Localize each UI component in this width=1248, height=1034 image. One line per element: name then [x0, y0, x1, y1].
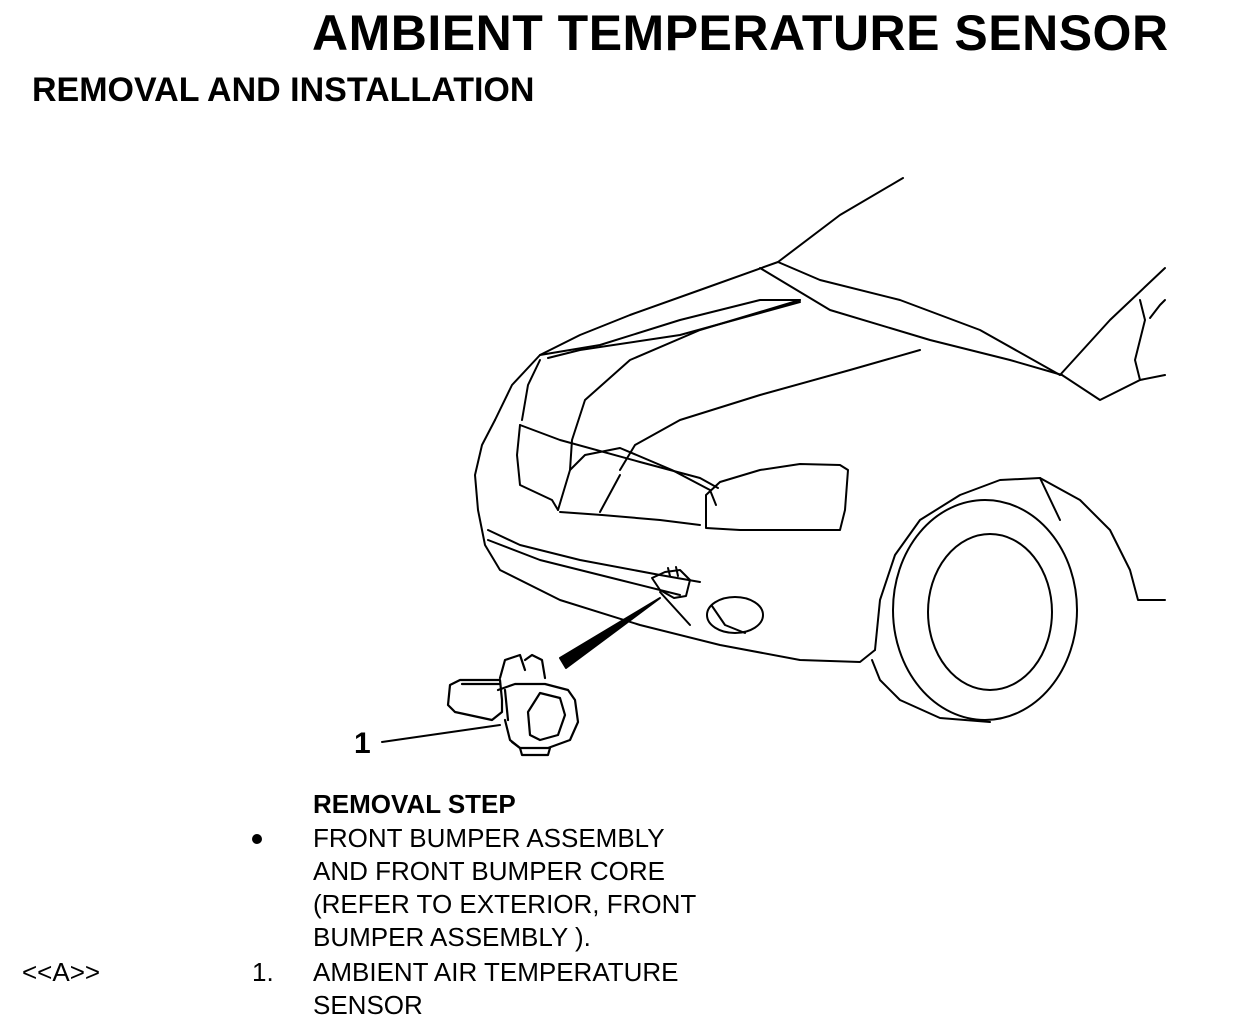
step-number: 1.	[252, 957, 274, 987]
prereq-line: BUMPER ASSEMBLY ).	[313, 922, 591, 952]
pointer-arrow	[559, 597, 661, 669]
vehicle-illustration	[381, 177, 1166, 757]
sensor-mounted-location	[651, 566, 691, 626]
prereq-line: FRONT BUMPER ASSEMBLY	[313, 823, 665, 853]
step-text-line: AMBIENT AIR TEMPERATURE	[313, 957, 679, 987]
bullet-dot	[252, 834, 262, 844]
sensor-enlarged	[446, 653, 580, 757]
step-text-line: SENSOR	[313, 990, 423, 1020]
section-subtitle: REMOVAL AND INSTALLATION	[32, 71, 535, 109]
service-point-marker: <<A>>	[22, 957, 101, 987]
callout-number: 1	[354, 727, 371, 760]
removal-step-heading: REMOVAL STEP	[313, 789, 516, 819]
callout-leader	[381, 724, 501, 743]
prereq-line: (REFER TO EXTERIOR, FRONT	[313, 889, 697, 919]
page-title: AMBIENT TEMPERATURE SENSOR	[312, 5, 1169, 61]
car-body-outline	[474, 177, 1166, 723]
prereq-line: AND FRONT BUMPER CORE	[313, 856, 665, 886]
